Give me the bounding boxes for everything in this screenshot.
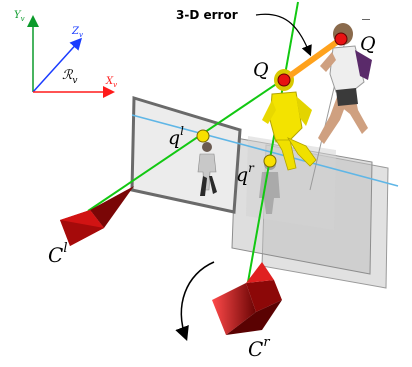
world-point-q: [277, 73, 291, 87]
right-projection-point: [263, 154, 277, 168]
reference-frame: Yv Zv Xv ℛv: [14, 10, 117, 98]
reconstructed-point-label: Q ‾: [360, 16, 376, 55]
left-camera-icon: [60, 186, 134, 246]
left-image-person: [197, 142, 217, 196]
z-axis-label: Zv: [71, 26, 83, 39]
left-projection-point: [196, 129, 210, 143]
svg-text:Q: Q: [360, 33, 376, 55]
yellow-runner: [262, 69, 317, 171]
x-axis-label: Xv: [105, 76, 117, 89]
right-camera-ray: [247, 1, 299, 283]
error-annotation-arrow: [255, 13, 312, 57]
y-axis-label: Yv: [14, 10, 25, 23]
left-image-plane: [130, 95, 242, 214]
left-projection-label: ql: [168, 124, 184, 149]
right-camera-label: Cr: [248, 335, 270, 361]
svg-text:‾: ‾: [362, 16, 370, 35]
reference-frame-label: ℛv: [62, 68, 77, 86]
epipolar-line: [131, 114, 399, 187]
world-point-label: Q: [253, 59, 269, 81]
reconstructed-point: [334, 32, 348, 46]
right-camera-icon: [212, 262, 282, 335]
left-camera-label: Cl: [48, 241, 67, 267]
error-label: 3-D error: [176, 8, 238, 22]
right-projection-label: qr: [236, 161, 255, 186]
z-axis: [32, 37, 83, 93]
rotation-arrow: [175, 261, 215, 341]
error-segment: [281, 36, 344, 83]
